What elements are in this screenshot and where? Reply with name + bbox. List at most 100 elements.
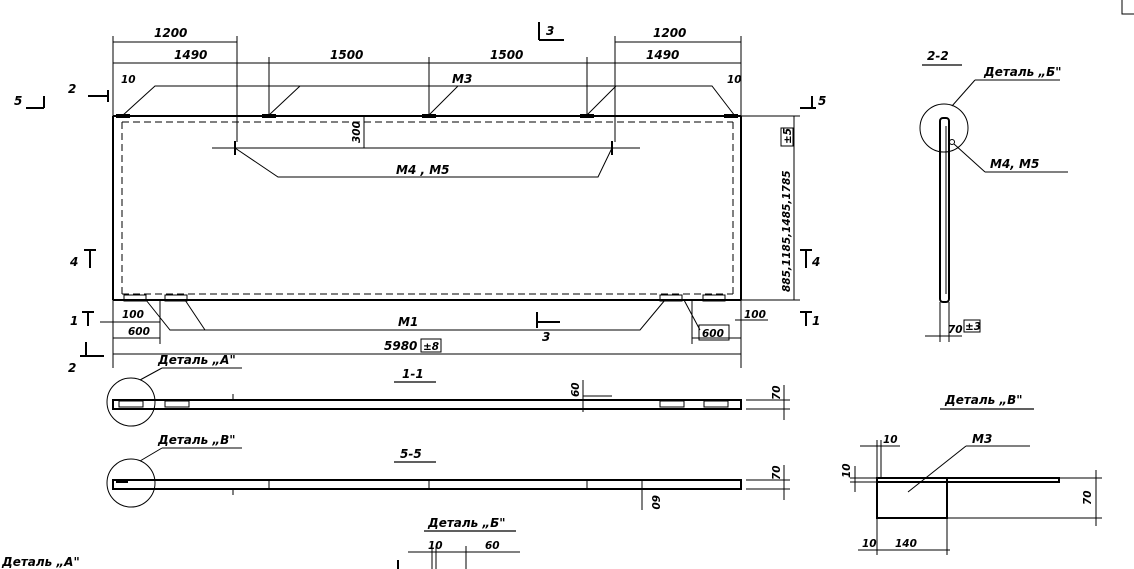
dim-1200-left: 1200 (154, 26, 187, 40)
corner-frame-mark (1122, 0, 1134, 14)
main-panel-view: M3 M4 , M5 300 M1 (113, 72, 741, 330)
m1-leader-2 (185, 300, 205, 330)
detail-b: Деталь „Б" 10 60 (398, 516, 520, 569)
section-1-1-plate-4 (704, 401, 728, 407)
section-marks: 2 5 5 3 3 4 4 1 1 2 (14, 22, 826, 375)
m3-leader-3 (428, 86, 458, 116)
m4m5-label: M4 , M5 (396, 163, 450, 177)
detail-b-circle (920, 104, 968, 152)
section-2-2-70: 70 (948, 324, 963, 336)
section-3-top-label: 3 (546, 24, 554, 38)
detail-a-title: Деталь „А" (1, 555, 80, 569)
section-1-1: 1-1 60 70 Деталь „А" (107, 353, 790, 426)
dim-100-left: 100 (122, 309, 144, 321)
dim-600-right-box (699, 325, 729, 340)
section-2-2-label: M4, M5 (990, 157, 1039, 171)
section-2-2-tol: ±3 (965, 321, 981, 333)
section-1-1-70: 70 (771, 385, 783, 400)
section-1-1-slab (113, 400, 741, 409)
section-5-right-label: 5 (818, 94, 826, 108)
dim-600-left: 600 (128, 326, 150, 338)
section-5-5-slab (113, 480, 741, 489)
section-2-bottom-label: 2 (68, 361, 76, 375)
dim-1200-right: 1200 (653, 26, 686, 40)
section-2-top-label: 2 (68, 82, 76, 96)
loop-m3-1 (116, 114, 130, 118)
section-3-bottom-label: 3 (542, 330, 550, 344)
m3-leader-2 (268, 86, 300, 116)
dim-300: 300 (351, 121, 363, 143)
section-2-2-slab (940, 118, 949, 302)
detail-b-leader (952, 80, 975, 106)
plate-m1-2 (165, 295, 187, 301)
m4m5-leader (235, 148, 612, 177)
m1-label: M1 (398, 315, 418, 329)
detail-v-dim-10-left: 10 (841, 463, 853, 478)
dim-heights: 885,1185,1485,1785 (781, 170, 793, 292)
detail-v-circle (107, 459, 155, 507)
dim-1490-right: 1490 (646, 48, 679, 62)
section-1-1-plate-3 (660, 401, 684, 407)
section-5-5-60: 60 (649, 495, 661, 510)
height-tol: ±5 (782, 128, 794, 144)
dim-10-right: 10 (727, 74, 742, 86)
detail-v-leader (140, 448, 162, 461)
detail-a-callout: Деталь „А" (157, 353, 236, 367)
top-dimensions: 1200 1200 1490 1500 1500 1490 10 10 (113, 26, 742, 142)
dim-total: 5980 (384, 339, 417, 353)
loop-m3-5 (724, 114, 738, 118)
detail-b-dim-10: 10 (428, 540, 443, 552)
detail-v-m3-leader (908, 446, 966, 492)
section-5-5: 5-5 60 70 Деталь „В" (107, 433, 790, 510)
detail-b-title: Деталь „Б" (427, 516, 506, 530)
plate-m1-4 (703, 295, 725, 301)
m3-leader-4 (586, 86, 616, 116)
height-dimension: 885,1185,1485,1785 ±5 (741, 116, 800, 300)
detail-v-block (877, 478, 947, 518)
section-5-left-label: 5 (14, 94, 22, 108)
section-2-2-tol-box (964, 320, 980, 332)
m4m5-2-2-leader (954, 144, 985, 172)
detail-a: Деталь „А" (1, 555, 80, 569)
section-1-1-title: 1-1 (402, 367, 424, 381)
detail-v-dim-10-bottom: 10 (862, 538, 877, 550)
m1-leader (146, 300, 665, 330)
section-2-2-title: 2-2 (927, 49, 949, 63)
section-1-right-label: 1 (812, 314, 820, 328)
dim-1500-b: 1500 (490, 48, 523, 62)
dim-10-left: 10 (121, 74, 136, 86)
detail-b-dim-60: 60 (485, 540, 500, 552)
detail-v-title: Деталь „В" (944, 393, 1023, 407)
detail-v: Деталь „В" 10 M3 10 10 140 70 (841, 393, 1102, 555)
section-2-2: 2-2 Деталь „Б" M4, M5 70 ±3 (920, 49, 1068, 342)
detail-v-dim-140: 140 (895, 538, 917, 550)
detail-b-callout: Деталь „Б" (983, 65, 1062, 79)
detail-v-dim-10-top: 10 (883, 434, 898, 446)
total-tol-box (421, 339, 441, 352)
plate-m1-3 (660, 295, 682, 301)
height-tol-box (781, 128, 793, 146)
detail-a-leader (140, 368, 162, 380)
dim-600-right: 600 (702, 328, 724, 340)
dim-1500-a: 1500 (330, 48, 363, 62)
dim-1490-left: 1490 (174, 48, 207, 62)
section-5-5-title: 5-5 (400, 447, 422, 461)
section-1-1-60: 60 (570, 382, 582, 397)
detail-v-dim-70: 70 (1082, 490, 1094, 505)
total-tol: ±8 (423, 341, 439, 353)
detail-v-callout: Деталь „В" (157, 433, 236, 447)
m3-label: M3 (452, 72, 472, 86)
bottom-dimensions: 100 600 600 100 5980 ±8 (100, 300, 768, 368)
section-4-right-label: 4 (811, 255, 820, 269)
section-1-left-label: 1 (70, 314, 78, 328)
m3-leader-frame (122, 86, 735, 116)
section-2-2-rebar-dot (950, 140, 955, 145)
section-1-1-plate-1 (119, 401, 143, 407)
section-5-5-70: 70 (771, 465, 783, 480)
detail-v-m3: M3 (972, 432, 992, 446)
section-1-1-plate-2 (165, 401, 189, 407)
plate-m1-1 (124, 295, 146, 301)
dim-100-right: 100 (744, 309, 766, 321)
section-5-5-loop-1 (116, 480, 128, 483)
